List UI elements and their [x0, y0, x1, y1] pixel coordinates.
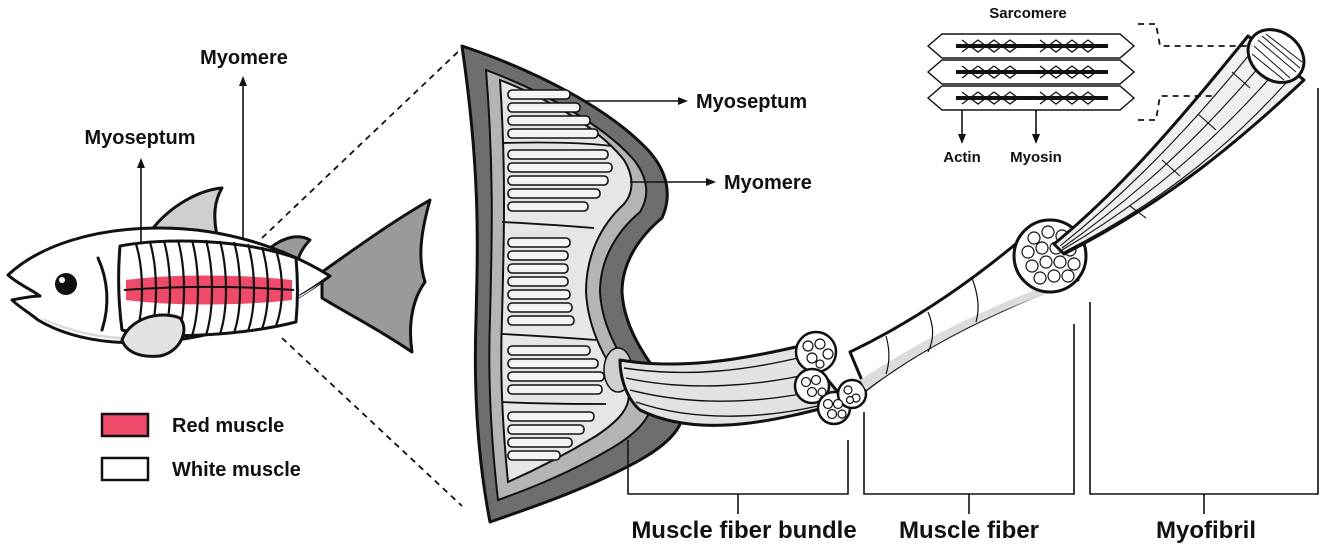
fish-red-muscle: [126, 275, 292, 305]
cs-myomere-label: Myomere: [724, 172, 812, 194]
zoom-connector-bottom: [281, 337, 463, 507]
arrowhead-icon: [706, 178, 716, 186]
bundle-bracket: [627, 440, 849, 495]
bundle-end-fibers: [800, 338, 861, 420]
fish-eye: [55, 273, 77, 295]
fish-illustration: Myoseptum Myomere: [6, 47, 432, 358]
fish-pectoral-fin: [120, 313, 186, 358]
fish-myomere-label: Myomere: [200, 47, 288, 69]
myofibril-end-lines: [1251, 33, 1303, 81]
sarcomere-filaments: [956, 39, 1108, 105]
cs-myoseptum-label: Myoseptum: [696, 91, 807, 113]
cross-section-myomeres: [507, 89, 613, 461]
bundle-label: Muscle fiber bundle: [631, 517, 856, 544]
myofibril-label: Myofibril: [1156, 517, 1256, 544]
arrowhead-icon: [239, 76, 247, 86]
fish-myoseptum-label: Myoseptum: [84, 127, 195, 149]
fish-horizontal-septum: [123, 286, 295, 291]
arrowhead-icon: [1032, 134, 1040, 144]
hierarchy-brackets: [627, 88, 1319, 514]
myosin-label: Myosin: [1010, 149, 1062, 166]
arrowhead-icon: [137, 158, 145, 168]
sarcomere-inset: Sarcomere: [926, 5, 1252, 166]
legend: Red muscle White muscle: [100, 412, 301, 482]
cross-section-septa: [501, 141, 613, 405]
legend-white-swatch: [100, 456, 150, 482]
cross-section: Myoseptum Myomere: [460, 44, 812, 524]
fiber-hierarchy: [618, 28, 1306, 427]
arrowhead-icon: [958, 134, 966, 144]
myofibril-lines: [1059, 43, 1295, 253]
fish-tail: [320, 198, 432, 354]
legend-red-label: Red muscle: [172, 415, 284, 437]
legend-red-swatch: [100, 412, 150, 438]
fish-gill: [96, 256, 109, 332]
sarcomere-title: Sarcomere: [989, 5, 1067, 22]
sarcomere-connector-bottom: [1138, 95, 1214, 121]
legend-white-label: White muscle: [172, 459, 301, 481]
muscle-fiber-bands: [885, 277, 979, 375]
fiber-label: Muscle fiber: [899, 517, 1039, 544]
sarcomere-connector-top: [1138, 23, 1252, 47]
fish-eye-highlight: [59, 277, 65, 283]
arrowhead-icon: [678, 97, 688, 105]
actin-label: Actin: [943, 149, 981, 166]
zoom-connector-top: [261, 47, 463, 239]
myofibril-strand: [1052, 34, 1306, 256]
